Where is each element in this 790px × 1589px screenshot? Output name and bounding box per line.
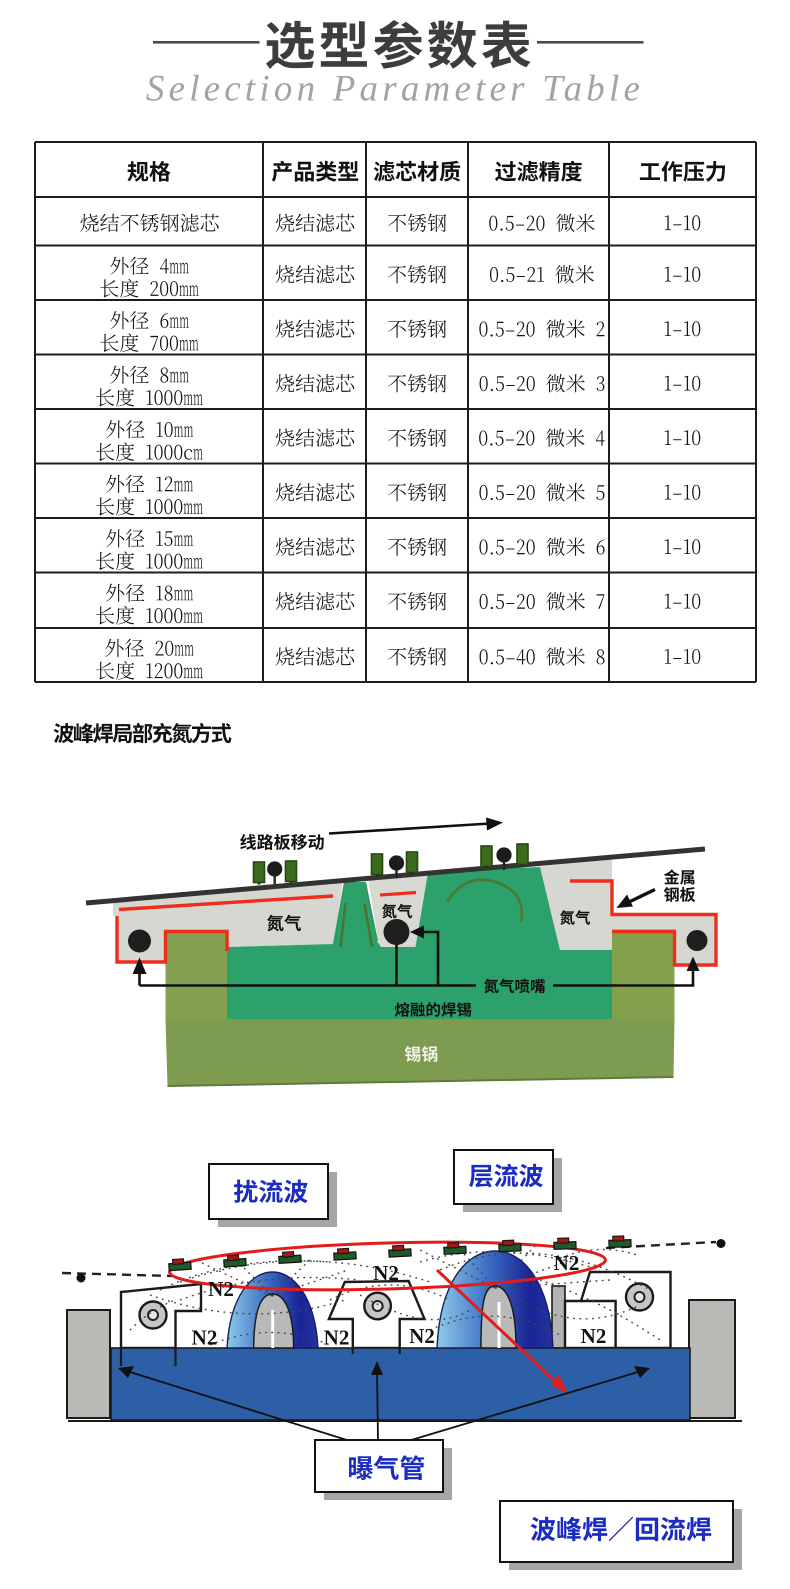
svg-text:N2: N2 [192, 1326, 218, 1350]
svg-text:N2: N2 [324, 1326, 350, 1350]
svg-text:N2: N2 [373, 1261, 399, 1285]
svg-text:N2: N2 [554, 1251, 580, 1275]
svg-text:Selection Parameter Table: Selection Parameter Table [146, 69, 644, 110]
svg-text:N2: N2 [208, 1277, 234, 1301]
svg-text:N2: N2 [409, 1324, 435, 1348]
svg-text:N2: N2 [581, 1324, 607, 1348]
